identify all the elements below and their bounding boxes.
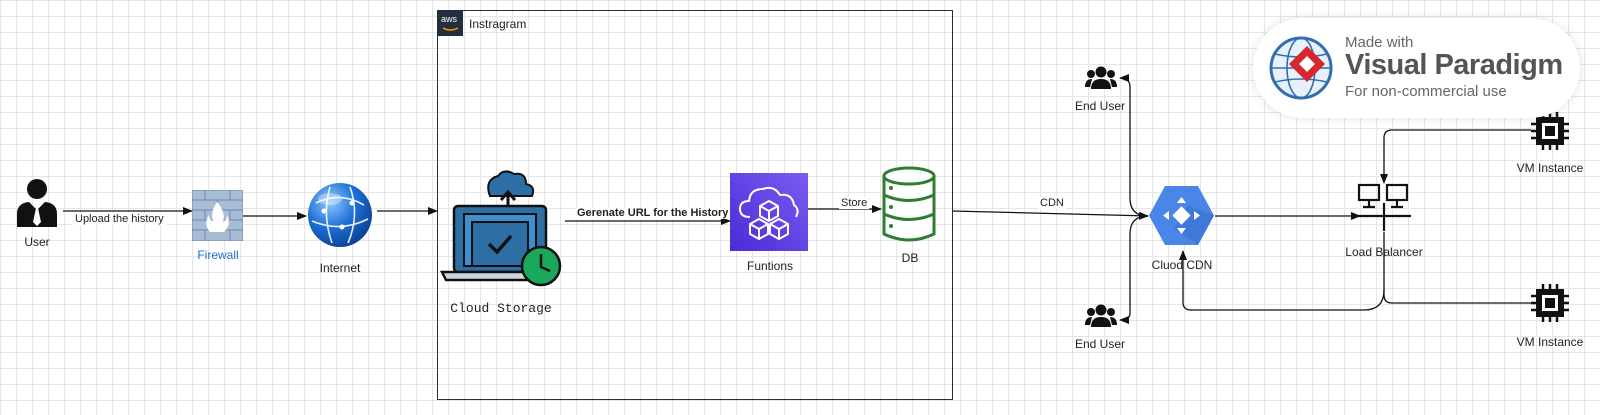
load-balancer-node[interactable]	[1357, 183, 1411, 233]
edge-lb-vm-bottom	[1383, 232, 1531, 304]
edge-label-cdn: CDN	[1038, 197, 1066, 209]
cpu-icon	[1531, 284, 1569, 322]
internet-label: Internet	[319, 261, 361, 275]
end-user-top-label: End User	[1074, 99, 1126, 113]
aws-badge-text: aws	[441, 14, 458, 24]
visual-paradigm-logo-icon	[1269, 36, 1333, 100]
edge-lb-cdn-return	[1179, 250, 1385, 311]
edge-label-generate-url: Gerenate URL for the History	[575, 207, 731, 219]
cloud-cdn-icon	[1149, 186, 1214, 245]
end-user-bottom-label: End User	[1074, 337, 1126, 351]
users-icon	[1085, 304, 1117, 327]
edge-label-upload: Upload the history	[73, 213, 166, 225]
edge-vm-top-lb	[1380, 129, 1531, 184]
users-icon	[1085, 66, 1117, 89]
vm-instance-bottom-label: VM Instance	[1516, 335, 1584, 349]
firewall-icon	[191, 189, 244, 242]
end-user-bottom-node[interactable]	[1085, 304, 1117, 328]
firewall-node[interactable]	[191, 189, 244, 242]
load-balancer-icon	[1357, 183, 1411, 231]
aws-group-title: Instragram	[469, 17, 527, 31]
cpu-icon	[1531, 112, 1569, 150]
vm-instance-top-label: VM Instance	[1516, 161, 1584, 175]
edge-cdn-enduser-bottom	[1119, 215, 1149, 324]
edge-label-store: Store	[839, 197, 870, 209]
user-node[interactable]	[15, 178, 60, 228]
db-node[interactable]	[881, 166, 937, 244]
cloud-cdn-node[interactable]	[1148, 185, 1215, 246]
globe-icon	[308, 183, 372, 247]
aws-logo-icon: aws	[438, 11, 463, 36]
database-icon	[882, 166, 936, 242]
user-label: User	[24, 235, 50, 249]
firewall-label: Firewall	[197, 248, 239, 262]
watermark-usage: For non-commercial use	[1345, 83, 1507, 100]
edge-cdn-enduser-top	[1119, 74, 1149, 217]
end-user-top-node[interactable]	[1085, 66, 1117, 90]
visual-paradigm-watermark: Made with Visual Paradigm For non-commer…	[1253, 18, 1580, 118]
cloud-storage-node[interactable]	[439, 168, 562, 293]
cloud-cdn-label: Cluod CDN	[1151, 258, 1213, 272]
cloud-storage-label: Cloud Storage	[450, 301, 552, 316]
cloud-storage-icon	[439, 170, 562, 287]
db-label: DB	[901, 251, 919, 265]
vm-instance-top-node[interactable]	[1531, 112, 1569, 150]
internet-node[interactable]	[306, 181, 374, 249]
user-icon	[17, 179, 57, 227]
functions-label: Funtions	[746, 259, 794, 273]
edge-db-cdn	[951, 210, 1149, 220]
load-balancer-label: Load Balancer	[1345, 245, 1423, 259]
vm-instance-bottom-node[interactable]	[1531, 284, 1569, 322]
watermark-made-with: Made with	[1345, 34, 1414, 51]
watermark-brand: Visual Paradigm	[1345, 49, 1563, 81]
aws-group[interactable]: aws Instragram	[437, 10, 953, 400]
functions-icon	[730, 173, 808, 251]
functions-node[interactable]	[730, 173, 808, 251]
